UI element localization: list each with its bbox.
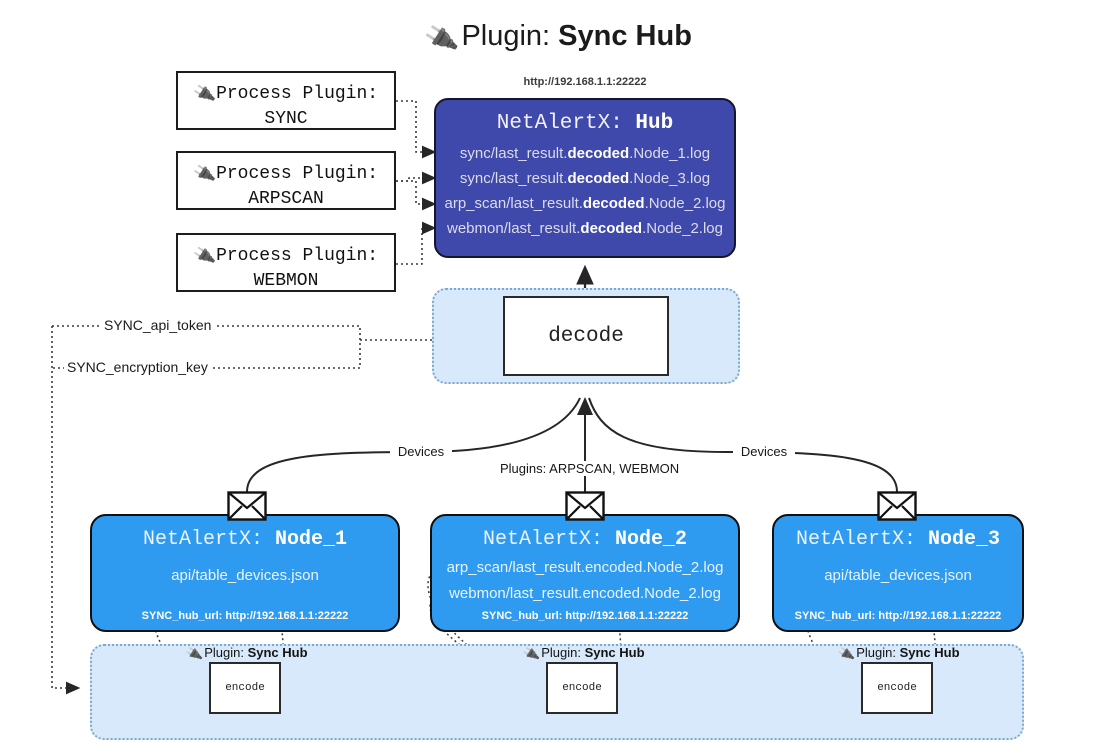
encode-box-3[interactable]: encode [861, 662, 933, 714]
process-plugin-box-webmon[interactable]: 🔌Process Plugin: WEBMON [176, 233, 396, 292]
plug-icon: 🔌 [836, 644, 856, 663]
node-hub-url-label: SYNC_hub_url: http://192.168.1.1:22222 [481, 610, 689, 622]
netalertx-node-3[interactable]: NetAlertX: Node_3 api/table_devices.json… [772, 514, 1024, 632]
page-title-name: Sync Hub [558, 20, 692, 52]
encoder-caption-1: 🔌Plugin: Sync Hub [184, 644, 308, 663]
sync-encryption-key-label: SYNC_encryption_key [64, 359, 211, 375]
node-title: NetAlertX: Node_3 [795, 528, 1001, 551]
plug-icon: 🔌 [192, 244, 218, 268]
node-data-line: api/table_devices.json [824, 567, 972, 584]
sync-api-token-label: SYNC_api_token [101, 317, 215, 333]
page-title-prefix: Plugin: [461, 20, 559, 52]
plug-icon: 🔌 [192, 162, 218, 186]
edge-label-devices-left: Devices [390, 444, 452, 459]
encode-box-1[interactable]: encode [209, 662, 281, 714]
node-data-line: api/table_devices.json [171, 567, 319, 584]
encode-box-2[interactable]: encode [546, 662, 618, 714]
hub-log-line: webmon/last_result.decoded.Node_2.log [447, 220, 723, 237]
process-plugin-box-arpscan[interactable]: 🔌Process Plugin: ARPSCAN [176, 151, 396, 210]
process-plugin-heading: 🔌Process Plugin: [178, 81, 394, 107]
hub-log-line: arp_scan/last_result.decoded.Node_2.log [444, 195, 726, 212]
hub-log-line: sync/last_result.decoded.Node_3.log [459, 170, 711, 187]
process-plugin-name: ARPSCAN [248, 189, 324, 209]
netalertx-node-1[interactable]: NetAlertX: Node_1 api/table_devices.json… [90, 514, 400, 632]
node-data-line: webmon/last_result.encoded.Node_2.log [449, 585, 721, 602]
node-data-line: arp_scan/last_result.encoded.Node_2.log [446, 559, 724, 576]
plug-icon: 🔌 [184, 644, 204, 663]
edge-label-devices-right: Devices [733, 444, 795, 459]
encoder-caption-3: 🔌Plugin: Sync Hub [836, 644, 960, 663]
plug-icon: 🔌 [422, 19, 461, 57]
process-plugin-heading: 🔌Process Plugin: [178, 243, 394, 269]
page-title: 🔌Plugin: Sync Hub [0, 14, 1117, 58]
hub-title: NetAlertX: Hub [496, 112, 674, 135]
node-hub-url-label: SYNC_hub_url: http://192.168.1.1:22222 [794, 610, 1002, 622]
edge-label-plugins-middle: Plugins: ARPSCAN, WEBMON [500, 461, 680, 476]
envelope-icon [565, 491, 605, 521]
plug-icon: 🔌 [192, 82, 218, 106]
hub-node[interactable]: NetAlertX: Hub sync/last_result.decoded.… [434, 98, 736, 258]
hub-url-label: http://192.168.1.1:22222 [523, 76, 647, 88]
netalertx-node-2[interactable]: NetAlertX: Node_2 arp_scan/last_result.e… [430, 514, 740, 632]
encoder-caption-2: 🔌Plugin: Sync Hub [521, 644, 645, 663]
decode-box[interactable]: decode [503, 296, 669, 376]
process-plugin-box-sync[interactable]: 🔌Process Plugin: SYNC [176, 71, 396, 130]
node-title: NetAlertX: Node_1 [142, 528, 348, 551]
process-plugin-heading: 🔌Process Plugin: [178, 161, 394, 187]
node-title: NetAlertX: Node_2 [482, 528, 688, 551]
process-plugin-name: WEBMON [253, 271, 319, 291]
process-plugin-name: SYNC [264, 109, 308, 129]
envelope-icon [227, 491, 267, 521]
plug-icon: 🔌 [521, 644, 541, 663]
envelope-icon [877, 491, 917, 521]
node-hub-url-label: SYNC_hub_url: http://192.168.1.1:22222 [141, 610, 349, 622]
hub-log-line: sync/last_result.decoded.Node_1.log [459, 145, 711, 162]
